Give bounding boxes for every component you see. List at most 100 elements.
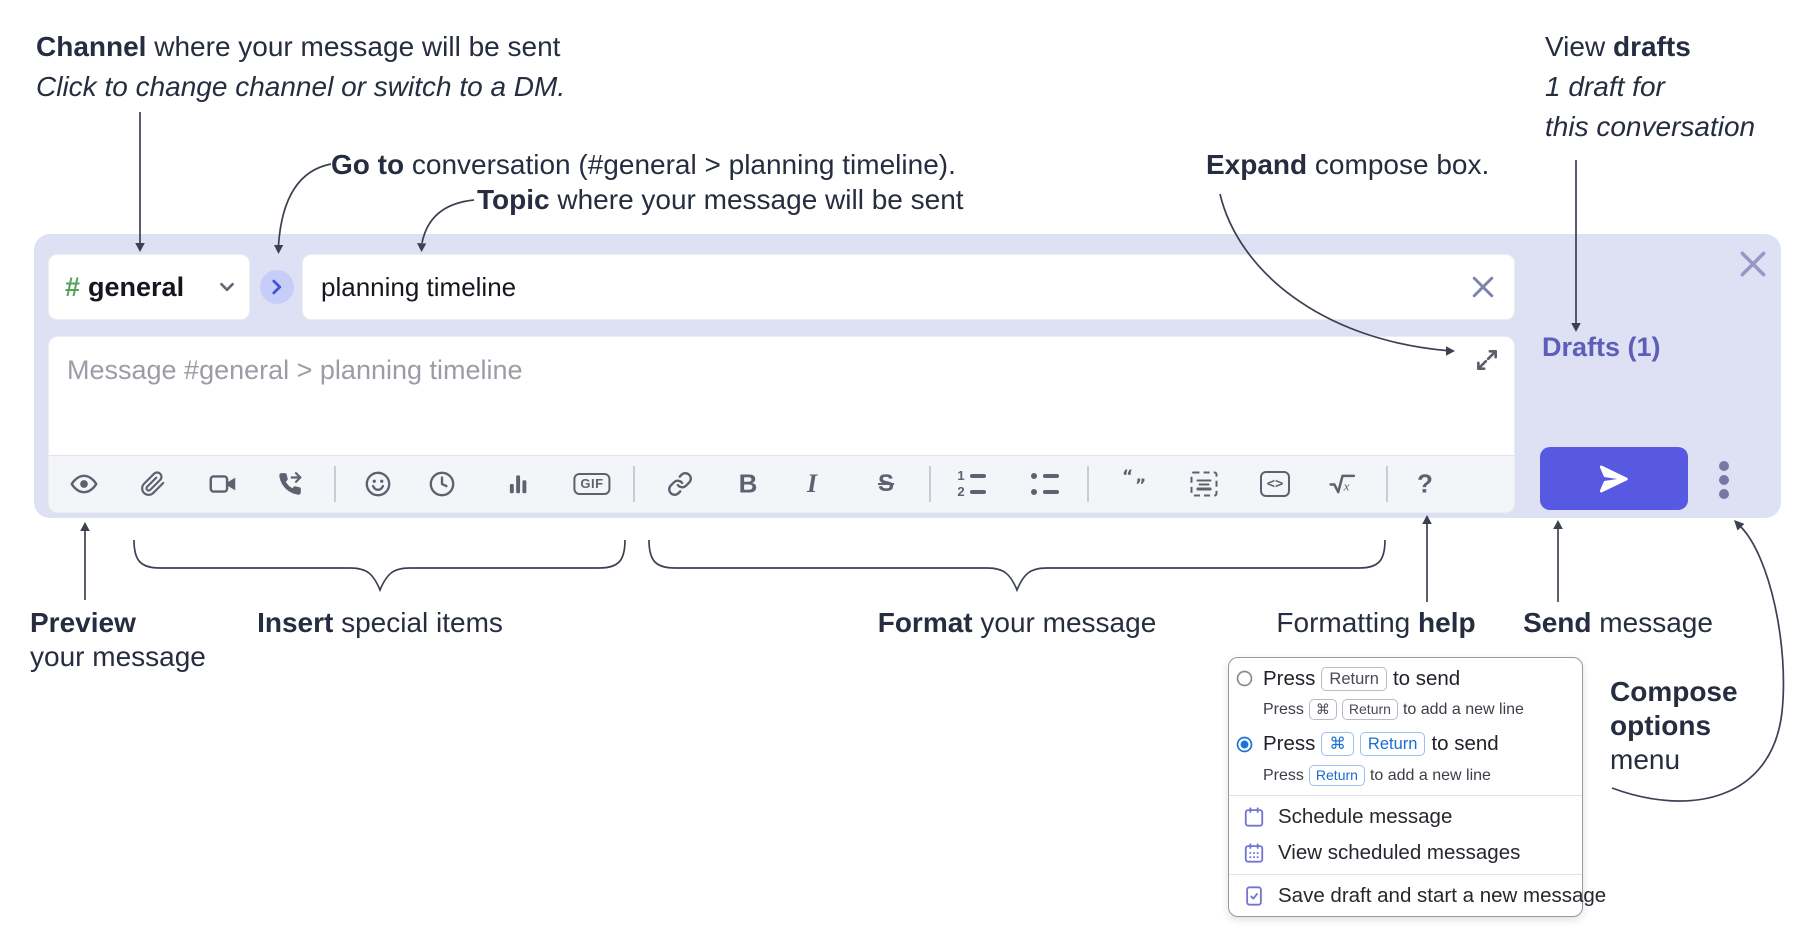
connector-goto-curve	[277, 163, 332, 246]
annotation-topic-rest: where your message will be sent	[549, 184, 964, 215]
drafts-link[interactable]: Drafts (1)	[1542, 332, 1661, 362]
return-key: Return	[1321, 667, 1387, 691]
channel-name: general	[88, 271, 185, 302]
toolbar-divider	[1386, 466, 1388, 502]
annotation-format-rest: your message	[972, 607, 1157, 638]
send-button[interactable]	[1540, 447, 1688, 510]
annotation-channel-bold: Channel	[36, 31, 147, 62]
annotation-topic-bold: Topic	[477, 184, 550, 215]
annotation-insert-rest: special items	[333, 607, 503, 638]
channel-selector[interactable]: # general	[48, 254, 250, 320]
radio-unselected-icon[interactable]	[1236, 670, 1253, 687]
message-input-box: GIF B I S 1 2	[48, 336, 1515, 513]
annotation-preview-bold: Preview	[30, 607, 136, 638]
annotation-topic: Topic where your message will be sent	[477, 183, 964, 217]
menu-item-schedule-message[interactable]: Schedule message	[1243, 805, 1452, 829]
code-block-icon[interactable]	[1190, 471, 1218, 497]
menu-option-return-sub: Press ⌘ Return to add a new line	[1263, 699, 1524, 720]
gif-label: GIF	[573, 473, 611, 495]
attach-file-icon[interactable]	[140, 471, 166, 497]
italic-label: I	[806, 469, 818, 498]
annotation-expand: Expand compose box.	[1206, 148, 1489, 182]
menu-item-save-draft[interactable]: Save draft and start a new message	[1243, 884, 1606, 908]
radio-selected-icon[interactable]	[1236, 736, 1253, 753]
toolbar-divider	[1087, 466, 1089, 502]
inline-code-icon[interactable]: <>	[1260, 471, 1290, 497]
annotation-goto-rest: conversation (#general > planning timeli…	[404, 149, 956, 180]
gif-icon[interactable]: GIF	[573, 473, 611, 495]
annotation-view-drafts: View drafts	[1545, 30, 1691, 64]
annotation-expand-rest: compose box.	[1307, 149, 1490, 180]
compose-options-menu: Press Return to send Press ⌘ Return to a…	[1228, 657, 1606, 917]
annotation-compose-options-bold2: options	[1610, 710, 1712, 741]
toolbar-divider	[929, 466, 931, 502]
strikethrough-label: S	[877, 470, 895, 497]
emoji-icon[interactable]	[364, 470, 392, 498]
return-key: Return	[1341, 699, 1398, 720]
compose-box: # general	[34, 234, 1781, 518]
svg-text:x: x	[1343, 479, 1350, 494]
annotation-insert-bold: Insert	[257, 607, 334, 638]
annotation-send-rest: message	[1591, 607, 1713, 638]
annotation-goto: Go to conversation (#general > planning …	[331, 148, 956, 182]
calendar-icon	[1244, 807, 1264, 827]
annotation-formatting-help-pre: Formatting	[1276, 607, 1419, 638]
formatting-help-icon[interactable]: ?	[1417, 469, 1433, 500]
chevron-down-icon	[220, 282, 234, 292]
menu-option-return-to-send[interactable]: Press Return to send	[1263, 667, 1461, 691]
annotation-preview: Preview	[30, 606, 136, 640]
annotation-format: Format your message	[878, 606, 1157, 640]
annotation-send: Send message	[1523, 606, 1713, 640]
clear-topic-icon[interactable]	[1468, 272, 1498, 302]
video-clip-icon[interactable]	[209, 470, 237, 498]
close-compose-icon[interactable]	[1736, 247, 1770, 281]
send-icon	[1599, 465, 1628, 492]
return-key: Return	[1308, 765, 1365, 786]
menu-divider	[1229, 874, 1582, 876]
annotation-format-bold: Format	[877, 607, 973, 638]
menu-item-view-scheduled[interactable]: View scheduled messages	[1243, 841, 1520, 865]
message-input[interactable]	[55, 343, 1435, 439]
annotation-compose-options-rest: menu	[1610, 744, 1681, 775]
bullet-list-icon[interactable]	[1029, 470, 1059, 498]
preview-icon[interactable]	[70, 470, 98, 498]
blockquote-icon[interactable]: “”	[1122, 467, 1147, 496]
file-check-icon	[1246, 886, 1262, 906]
annotation-channel-line2: Click to change channel or switch to a D…	[36, 71, 566, 102]
formula-icon[interactable]: x	[1327, 471, 1357, 497]
italic-icon[interactable]: I	[807, 469, 817, 499]
annotation-compose-options: Compose options menu	[1610, 675, 1738, 777]
poll-icon[interactable]	[505, 471, 531, 497]
strikethrough-icon[interactable]: S	[878, 470, 894, 498]
toolbar-divider	[633, 466, 635, 502]
recent-emoji-icon[interactable]	[428, 470, 456, 498]
audio-call-icon[interactable]	[277, 471, 303, 497]
ordered-list-icon[interactable]: 1 2	[956, 469, 986, 498]
menu-option-cmd-return-to-send[interactable]: Press ⌘ Return to send	[1263, 732, 1499, 756]
brace-insert-items	[133, 539, 626, 593]
annotation-formatting-help: Formatting help	[1276, 606, 1475, 640]
cmd-key: ⌘	[1321, 732, 1354, 756]
annotation-channel-rest: where your message will be sent	[146, 31, 561, 62]
cmd-key: ⌘	[1308, 699, 1337, 720]
goto-conversation-button[interactable]	[260, 270, 294, 304]
expand-compose-icon[interactable]	[1472, 345, 1502, 375]
link-icon[interactable]	[667, 471, 693, 497]
bold-label: B	[738, 468, 758, 499]
toolbar-divider	[334, 466, 336, 502]
inline-code-label: <>	[1260, 471, 1290, 497]
annotation-send-bold: Send	[1523, 607, 1592, 638]
formatting-help-label: ?	[1417, 468, 1433, 499]
calendar-grid-icon	[1244, 843, 1264, 863]
bold-icon[interactable]: B	[739, 469, 758, 500]
topic-input-box	[302, 254, 1515, 320]
annotation-channel: Channel where your message will be sent	[36, 30, 560, 64]
channel-hash-icon: #	[65, 271, 81, 302]
compose-options-icon[interactable]	[1708, 456, 1740, 504]
brace-format-message	[648, 539, 1386, 593]
topic-input[interactable]	[303, 255, 1514, 319]
chevron-right-icon	[272, 279, 282, 295]
annotation-insert: Insert special items	[257, 606, 503, 640]
annotation-expand-bold: Expand	[1206, 149, 1308, 180]
